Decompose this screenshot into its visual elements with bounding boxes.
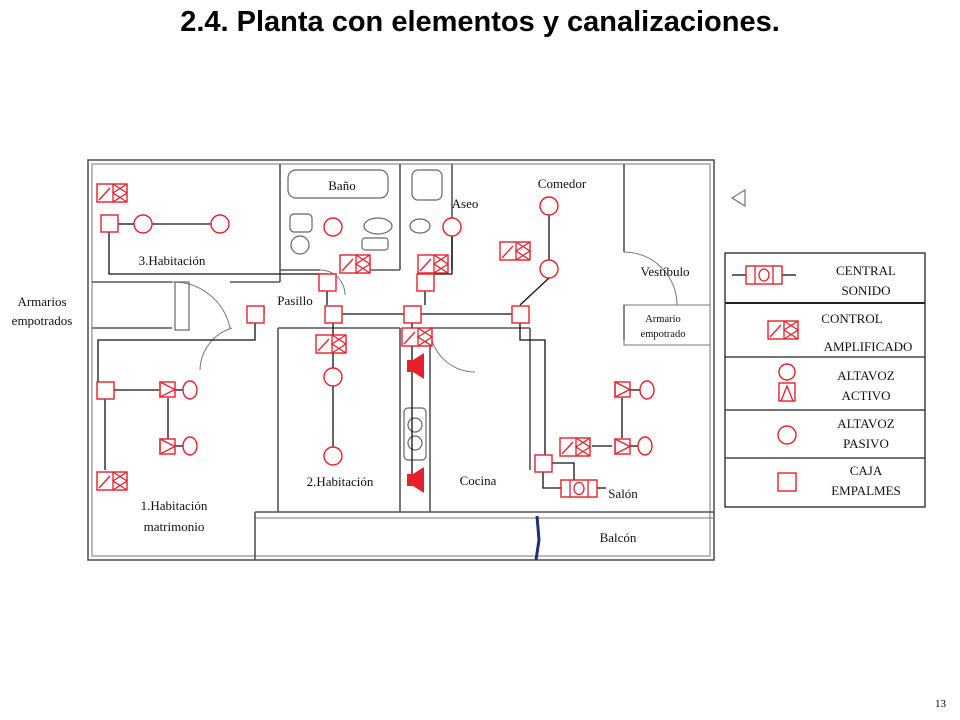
altavoz-pasivo-comedor-2 [539,259,559,279]
page-title: 2.4. Planta con elementos y canalizacion… [180,6,780,38]
altavoz-pasivo-hab2-2 [323,446,343,466]
legend-label-5a: CAJA [850,463,883,478]
altavoz-activo-salon-1 [614,380,655,400]
legend-label-2b: AMPLIFICADO [824,339,913,354]
legend-label-3b: ACTIVO [841,388,890,403]
caja-empalmes-salon [534,454,553,473]
altavoz-activo-hab1-2 [159,436,198,456]
caja-empalmes-pasillo-4 [511,305,530,324]
legend-symbol-central-sonido [732,265,796,285]
room-label-habitacion1-2: matrimonio [144,519,205,534]
altavoz-pasivo-hab3-2 [210,214,230,234]
legend-symbol-altavoz-activo [778,363,796,402]
altavoz-activo-hab1-1 [159,380,198,400]
control-amplificado-bano [339,254,372,274]
caja-empalmes-pasillo-2 [324,305,343,324]
room-label-bano: Baño [328,178,355,193]
page-number: 13 [935,698,946,710]
legend-label-4a: ALTAVOZ [837,416,895,431]
legend-label-1b: SONIDO [841,283,890,298]
room-label-habitacion3: 3.Habitación [139,253,206,268]
room-label-pasillo: Pasillo [277,293,312,308]
altavoz-activo-salon-2 [614,436,653,456]
legend-label-5b: EMPALMES [831,483,901,498]
altavoz-pasivo-bano [323,217,343,237]
caja-empalmes-pasillo-1 [246,305,265,324]
control-amplificado-salon [559,437,592,457]
room-label-armario-emp-1: Armario [645,314,681,325]
speaker-cocina-2 [407,467,424,493]
speaker-cocina-1 [407,353,424,379]
legend-label-4b: PASIVO [843,436,889,451]
room-label-balcon: Balcón [600,530,637,545]
altavoz-pasivo-comedor-1 [539,196,559,216]
legend-label-2a: CONTROL [821,311,882,326]
legend-symbol-caja-empalmes [777,472,797,492]
room-label-aseo: Aseo [452,196,479,211]
room-label-vestibulo: Vestíbulo [640,264,689,279]
room-labels: Baño Aseo Comedor 3.Habitación Armarios … [12,176,690,545]
control-amplificado-aseo [417,254,450,274]
room-label-habitacion1-1: 1.Habitación [141,498,208,513]
altavoz-pasivo-hab2-1 [323,367,343,387]
caja-empalmes-aseo [416,273,435,292]
sound-elements [96,183,655,498]
legend: CENTRAL SONIDO CONTROL AMPLIFICADO ALTAV… [724,252,926,508]
control-amplificado-hab3 [96,183,129,203]
control-amplificado-hab1 [96,471,129,491]
control-amplificado-comedor [499,241,532,261]
room-label-salon: Salón [608,486,638,501]
central-sonido-salon [560,479,598,498]
room-label-comedor: Comedor [538,176,587,191]
floor-plan-walls [87,159,746,561]
caja-empalmes-hab3 [100,214,119,233]
legend-label-3a: ALTAVOZ [837,368,895,383]
altavoz-pasivo-hab3-1 [133,214,153,234]
legend-symbol-altavoz-pasivo [777,425,797,445]
room-label-armarios-2: empotrados [12,313,73,328]
room-label-cocina: Cocina [460,473,497,488]
control-amplificado-hab2 [315,334,348,354]
room-label-armarios-1: Armarios [17,294,66,309]
caja-empalmes-pasillo-3 [403,305,422,324]
room-label-habitacion2: 2.Habitación [307,474,374,489]
control-amplificado-cocina [401,327,434,347]
altavoz-pasivo-aseo [442,217,462,237]
caja-empalmes-bano [318,273,337,292]
legend-symbol-control-amplificado [767,320,800,340]
legend-label-1a: CENTRAL [836,263,896,278]
caja-empalmes-hab1 [96,381,115,400]
room-label-armario-emp-2: empotrado [641,329,686,340]
